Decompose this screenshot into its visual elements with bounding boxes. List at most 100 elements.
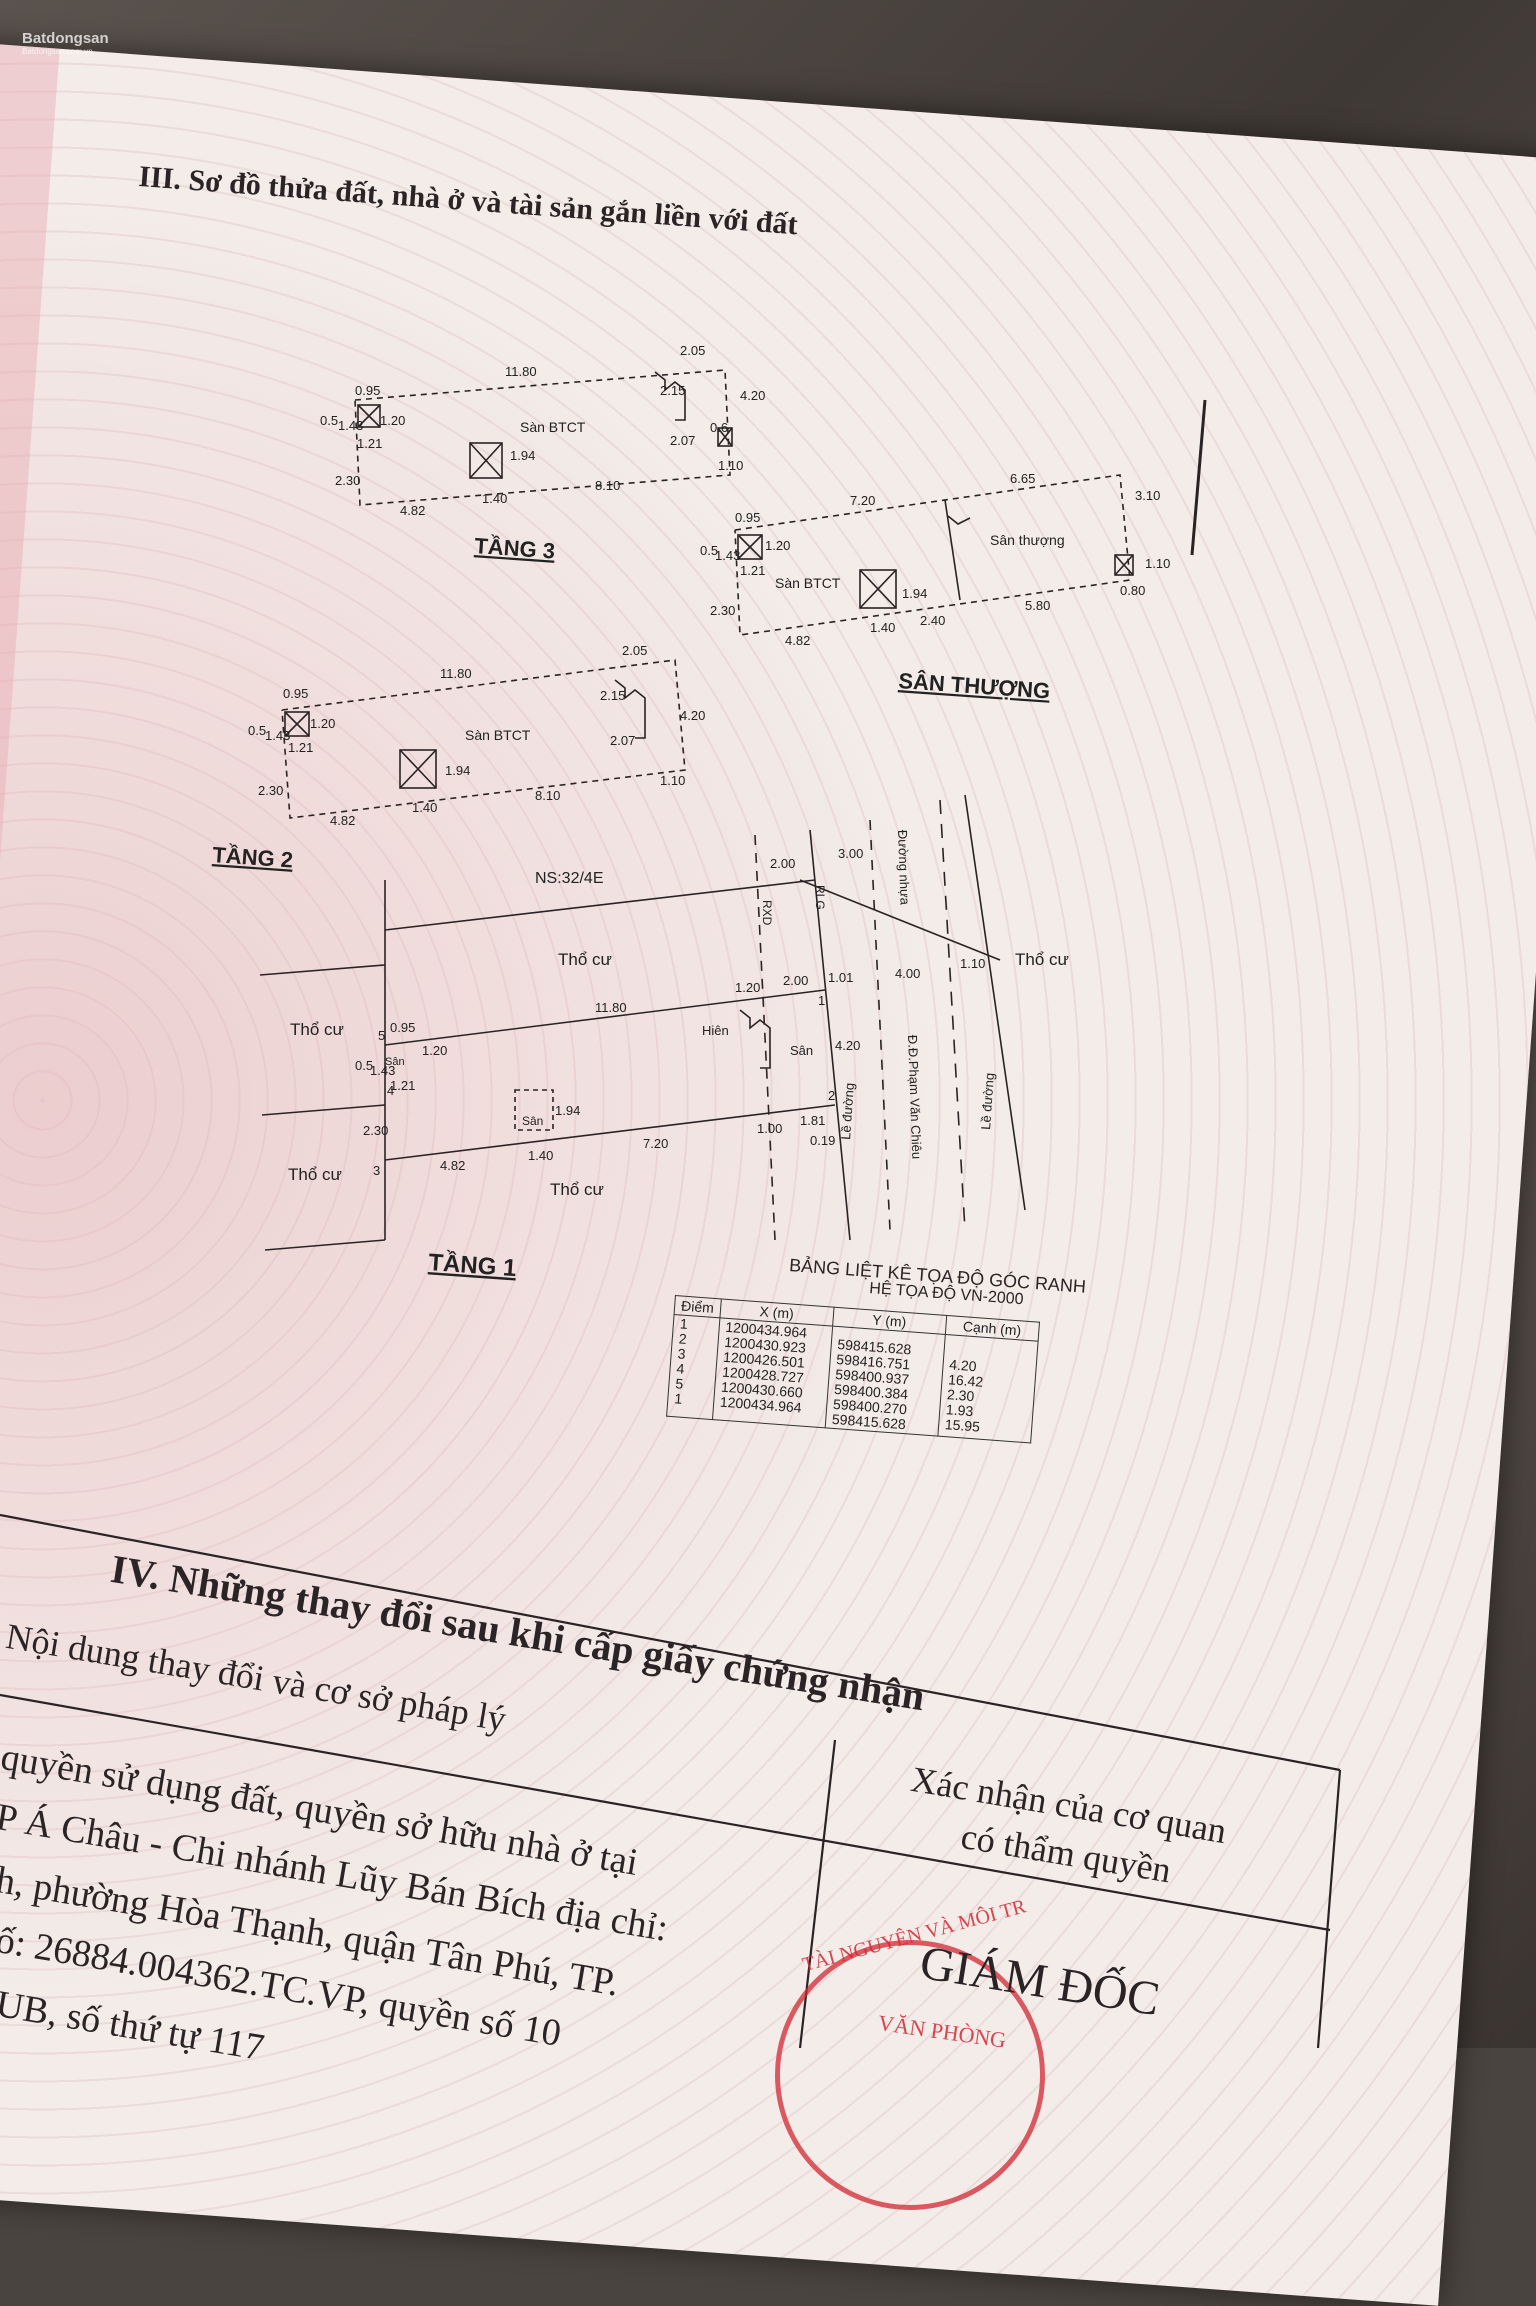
svg-text:0.5: 0.5	[248, 723, 266, 738]
svg-text:0.5: 0.5	[700, 543, 718, 558]
svg-text:1.94: 1.94	[445, 763, 470, 778]
svg-text:0.80: 0.80	[1120, 583, 1145, 598]
svg-text:4: 4	[387, 1083, 394, 1098]
svg-text:4.82: 4.82	[400, 503, 425, 518]
tang1-rlg: RLG	[813, 885, 827, 910]
tang3-stair-box	[357, 404, 381, 428]
svg-text:2.15: 2.15	[600, 688, 625, 703]
san-thuong-room1: Sàn BTCT	[775, 575, 841, 591]
tang3-plan	[354, 369, 733, 506]
svg-text:1.21: 1.21	[357, 436, 382, 451]
svg-text:1.20: 1.20	[735, 980, 760, 995]
svg-text:0.95: 0.95	[355, 383, 380, 398]
tang1-tho-cu-4: Thổ cư	[550, 1180, 604, 1199]
svg-text:1.43: 1.43	[265, 728, 290, 743]
svg-text:1.43: 1.43	[370, 1063, 395, 1078]
svg-text:0.95: 0.95	[283, 686, 308, 701]
tang2-room: Sàn BTCT	[465, 727, 531, 743]
tang1-san-3: Sân	[385, 1056, 405, 1068]
svg-text:2.07: 2.07	[670, 433, 695, 448]
svg-text:0.5: 0.5	[355, 1058, 373, 1073]
svg-text:1.40: 1.40	[482, 491, 507, 506]
svg-text:2.00: 2.00	[783, 973, 808, 988]
svg-text:1.43: 1.43	[338, 418, 363, 433]
tang1-le-duong-1: Lề đường	[978, 1072, 997, 1130]
tang1-rxd: RXD	[760, 900, 774, 926]
watermark-logo: Batdongsan Batdongsan.com.vn	[22, 30, 109, 56]
tang1-san-1: Sân	[790, 1043, 813, 1058]
svg-text:11.80: 11.80	[595, 1000, 627, 1015]
svg-text:1.10: 1.10	[1145, 556, 1170, 571]
svg-text:2.30: 2.30	[258, 783, 283, 798]
tang1-pham-van-chieu: Đ.Đ.Phạm Văn Chiêu	[905, 1035, 924, 1160]
svg-text:4.20: 4.20	[835, 1038, 860, 1053]
svg-text:4.82: 4.82	[440, 1158, 465, 1173]
svg-text:7.20: 7.20	[643, 1136, 668, 1151]
tang1-san-2: Sân	[522, 1114, 543, 1128]
svg-text:2: 2	[828, 1088, 835, 1103]
tang1-label: TẦNG 1	[428, 1248, 518, 1282]
tang2-label: TẦNG 2	[212, 842, 294, 873]
tang1-ns: NS:32/4E	[535, 870, 603, 887]
svg-text:3.10: 3.10	[1135, 488, 1160, 503]
tang1-tho-cu-1: Thổ cư	[558, 950, 612, 969]
svg-text:1.40: 1.40	[528, 1148, 553, 1163]
svg-text:1.20: 1.20	[422, 1043, 447, 1058]
svg-text:2.40: 2.40	[920, 613, 945, 628]
svg-text:2.05: 2.05	[680, 343, 705, 358]
watermark-brand: Batdongsan	[22, 30, 109, 47]
svg-text:11.80: 11.80	[440, 666, 472, 681]
svg-text:1.10: 1.10	[960, 956, 985, 971]
svg-text:0.5: 0.5	[320, 413, 338, 428]
tang1-tho-cu-5: Thổ cư	[1015, 950, 1069, 969]
svg-text:8.10: 8.10	[535, 788, 560, 803]
tang2-plan	[281, 659, 686, 819]
svg-text:2.30: 2.30	[335, 473, 360, 488]
svg-text:1.40: 1.40	[870, 620, 895, 635]
svg-text:5.80: 5.80	[1025, 598, 1050, 613]
svg-text:1.94: 1.94	[510, 448, 535, 463]
svg-text:1.20: 1.20	[310, 716, 335, 731]
svg-text:1.00: 1.00	[757, 1121, 782, 1136]
svg-text:1.21: 1.21	[288, 740, 313, 755]
svg-text:0.6: 0.6	[710, 420, 728, 435]
tang3-label: TẦNG 3	[474, 533, 556, 564]
svg-text:4.00: 4.00	[895, 966, 920, 981]
svg-text:1: 1	[818, 993, 825, 1008]
svg-text:2.30: 2.30	[710, 603, 735, 618]
floor-plan-drawing: 11.80 2.05 0.95 1.20 4.20 2.15 2.07 0.5 …	[212, 343, 1207, 1282]
tang1-tho-cu-2: Thổ cư	[290, 1020, 344, 1039]
svg-text:1.10: 1.10	[718, 458, 743, 473]
svg-text:4.82: 4.82	[330, 813, 355, 828]
tang1-plan	[259, 794, 1026, 1251]
svg-text:3: 3	[373, 1163, 380, 1178]
svg-text:1.20: 1.20	[765, 538, 790, 553]
svg-text:1.01: 1.01	[828, 970, 853, 985]
tang3-dim: 11.80	[505, 364, 537, 379]
svg-text:1.21: 1.21	[740, 563, 765, 578]
svg-text:5: 5	[378, 1028, 385, 1043]
svg-text:1.81: 1.81	[800, 1113, 825, 1128]
svg-text:1.20: 1.20	[380, 413, 405, 428]
san-thuong-room2: Sân thượng	[990, 532, 1065, 548]
svg-text:1.10: 1.10	[660, 773, 685, 788]
tang3-room: Sàn BTCT	[520, 419, 586, 435]
svg-text:4.82: 4.82	[785, 633, 810, 648]
svg-text:1.94: 1.94	[555, 1103, 580, 1118]
svg-text:2.30: 2.30	[363, 1123, 388, 1138]
svg-text:3.00: 3.00	[838, 846, 863, 861]
svg-text:2.07: 2.07	[610, 733, 635, 748]
svg-text:1.40: 1.40	[412, 800, 437, 815]
svg-text:2.05: 2.05	[622, 643, 647, 658]
tang1-le-duong-2: Lề đường	[838, 1082, 857, 1140]
svg-text:0.95: 0.95	[735, 510, 760, 525]
svg-text:1.21: 1.21	[390, 1078, 415, 1093]
svg-text:1.94: 1.94	[902, 586, 927, 601]
svg-text:7.20: 7.20	[850, 493, 875, 508]
svg-text:0.19: 0.19	[810, 1133, 835, 1148]
svg-text:2.15: 2.15	[660, 383, 685, 398]
tang1-hien: Hiên	[702, 1023, 729, 1038]
svg-text:8.10: 8.10	[595, 478, 620, 493]
watermark-sub: Batdongsan.com.vn	[22, 47, 93, 56]
san-thuong-plan	[734, 474, 1134, 636]
